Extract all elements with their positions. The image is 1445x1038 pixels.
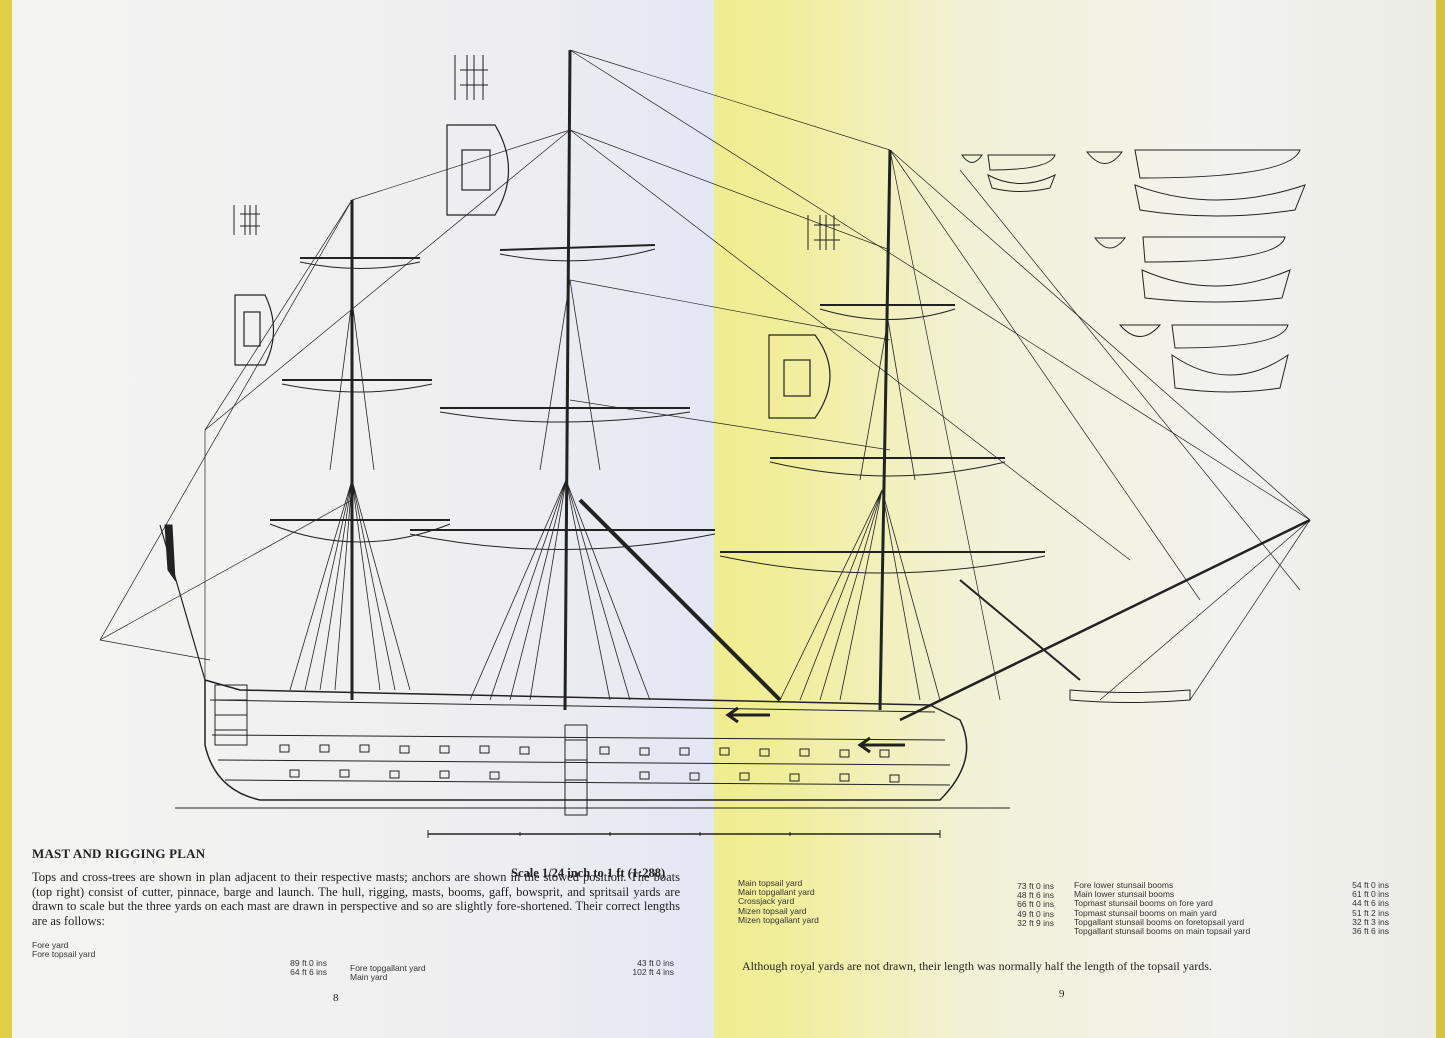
- yard-name: Main topgallant yard: [738, 887, 815, 898]
- yard-length: 32 ft 9 ins: [1017, 917, 1054, 928]
- fore-mast: [878, 149, 892, 711]
- anchors: [725, 706, 905, 754]
- yards: [270, 244, 1045, 553]
- stern-gallery: [214, 684, 248, 746]
- yard-name: Main yard: [350, 972, 388, 983]
- masts: [350, 49, 892, 711]
- boom-name: Topmast stunsail booms on fore yard: [1074, 898, 1213, 909]
- yard-length: 64 ft 6 ins: [290, 967, 327, 978]
- cross-trees: [233, 55, 840, 250]
- scale-label: Scale 1/24 inch to 1 ft (1:288): [511, 866, 666, 880]
- bowsprit: [899, 518, 1311, 722]
- boom-name: Topgallant stunsail booms on main topsai…: [1074, 926, 1251, 937]
- left-yard-names-col2: Fore topgallant yard Main yard: [350, 963, 426, 983]
- book-cover-edge-right: [1436, 0, 1445, 1038]
- royal-yards-note: Although royal yards are not drawn, thei…: [742, 959, 1212, 973]
- boom-length: 44 ft 6 ins: [1352, 898, 1389, 909]
- shrouds: [289, 279, 941, 701]
- left-yard-values-col2: 43 ft 0 ins 102 ft 4 ins: [610, 958, 674, 978]
- boat-plans: [961, 149, 1306, 393]
- scale-bar: [427, 830, 941, 838]
- plan-heading: MAST AND RIGGING PLAN: [32, 846, 206, 861]
- boom-length: 36 ft 6 ins: [1352, 926, 1389, 937]
- book-cover-edge-left: [0, 0, 12, 1038]
- yard-name: Fore topgallant yard: [350, 963, 426, 973]
- right-yard-names-col1: Main topsail yard Main topgallant yard C…: [738, 878, 819, 925]
- boom-length: 61 ft 0 ins: [1352, 889, 1389, 900]
- ensign-staff: [159, 524, 206, 681]
- boom-name: Topmast stunsail booms on main yard: [1074, 907, 1217, 918]
- yard-length: 73 ft 0 ins: [1017, 881, 1054, 891]
- main-mast: [563, 49, 572, 711]
- boom-length: 54 ft 0 ins: [1352, 880, 1389, 890]
- left-yard-names-col1: Fore yard Fore topsail yard: [32, 940, 96, 960]
- page-right: [714, 0, 1436, 1038]
- boom-name: Topgallant stunsail booms on foretopsail…: [1074, 916, 1245, 927]
- yard-name: Mizen topsail yard: [738, 905, 807, 916]
- bowsprit-spar: [959, 579, 1081, 681]
- top-plans: [234, 124, 831, 419]
- boom-length: 51 ft 2 ins: [1352, 907, 1389, 918]
- yard-length: 66 ft 0 ins: [1017, 899, 1054, 910]
- yard-name: Fore topsail yard: [32, 949, 96, 960]
- right-yard-values-col1: 73 ft 0 ins 48 ft 6 ins 66 ft 0 ins 49 f…: [990, 881, 1054, 928]
- stays: [99, 49, 1311, 701]
- page-number-left: 8: [333, 992, 339, 1004]
- yard-name: Fore yard: [32, 940, 69, 950]
- yard-length: 102 ft 4 ins: [632, 967, 674, 978]
- yard-length: 48 ft 6 ins: [1017, 890, 1054, 901]
- yard-name: Main topsail yard: [738, 878, 803, 888]
- yard-length: 89 ft 0 ins: [290, 958, 327, 968]
- furled-sails: [269, 248, 1191, 703]
- yard-name: Crossjack yard: [738, 896, 795, 907]
- page-number-right: 9: [1059, 988, 1065, 1000]
- boom-name: Main lower stunsail booms: [1074, 889, 1175, 900]
- hull: [204, 679, 968, 816]
- left-yard-values-col1: 89 ft 0 ins 64 ft 6 ins: [265, 958, 327, 978]
- main-stay-thick: [578, 498, 782, 702]
- right-yard-names-col2: Fore lower stunsail booms Main lower stu…: [1074, 880, 1251, 937]
- right-yard-values-col2: 54 ft 0 ins 61 ft 0 ins 44 ft 6 ins 51 f…: [1325, 880, 1389, 937]
- yard-length: 49 ft 0 ins: [1017, 908, 1054, 919]
- yard-length: 43 ft 0 ins: [637, 958, 674, 968]
- boom-name: Fore lower stunsail booms: [1074, 880, 1174, 890]
- yard-name: Mizen topgallant yard: [738, 914, 819, 925]
- description-paragraph: Tops and cross-trees are shown in plan a…: [32, 870, 680, 928]
- boom-length: 32 ft 3 ins: [1352, 916, 1389, 927]
